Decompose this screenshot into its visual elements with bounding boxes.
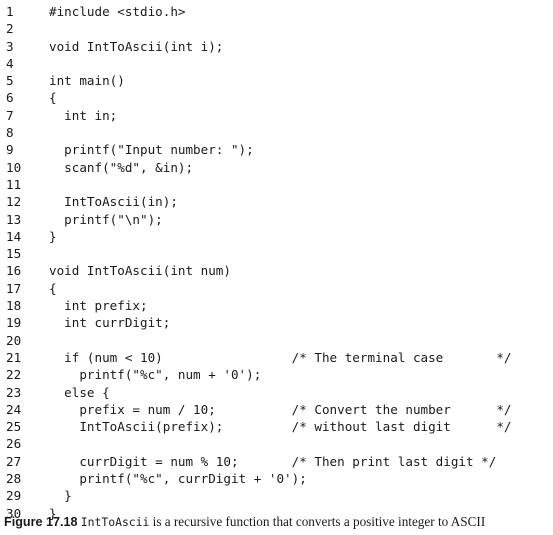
figure-caption: Figure 17.18 IntToAscii is a recursive f… (4, 514, 485, 530)
line-number: 1 (6, 4, 14, 19)
line-number: 26 (6, 436, 22, 452)
line-number: 11 (6, 176, 22, 192)
code-line: 17 { (0, 280, 553, 297)
code-line: 2 (0, 20, 553, 37)
line-number: 13 (6, 211, 22, 227)
line-code: void IntToAscii(int num) (49, 263, 231, 279)
line-code: } (49, 228, 57, 244)
line-number: 23 (6, 384, 22, 400)
caption-function-name: IntToAscii (80, 515, 150, 529)
line-code: IntToAscii(prefix); /* without last digi… (49, 419, 512, 435)
line-number: 4 (6, 55, 14, 71)
line-number: 12 (6, 194, 22, 210)
line-code: IntToAscii(in); (49, 194, 178, 210)
line-code: printf("%c", num + '0'); (49, 367, 262, 383)
line-code: currDigit = num % 10; /* Then print last… (49, 453, 497, 469)
line-number: 7 (6, 107, 14, 123)
code-line: 8 (0, 124, 553, 141)
code-line: 25 IntToAscii(prefix); /* without last d… (0, 418, 553, 435)
line-code: #include <stdio.h> (49, 4, 186, 19)
line-number: 28 (6, 471, 22, 487)
code-line: 10 scanf("%d", &in); (0, 159, 553, 176)
line-code: prefix = num / 10; /* Convert the number… (49, 401, 512, 417)
line-number: 14 (6, 228, 22, 244)
line-code: int main() (49, 73, 125, 89)
code-line: 6{ (0, 89, 553, 106)
line-number: 30 (6, 505, 22, 521)
line-code: printf("\n"); (49, 211, 163, 227)
line-number: 25 (6, 419, 22, 435)
line-number: 18 (6, 298, 22, 314)
line-code: int prefix; (49, 298, 148, 314)
line-number: 29 (6, 488, 22, 504)
line-number: 6 (6, 90, 14, 106)
line-code: { (49, 280, 57, 296)
line-number: 27 (6, 453, 22, 469)
line-code: else { (49, 384, 110, 400)
line-number: 2 (6, 21, 14, 37)
code-line: 7 int in; (0, 107, 553, 124)
figure-label: Figure 17.18 (4, 515, 78, 529)
code-line: 16 void IntToAscii(int num) (0, 262, 553, 279)
line-number: 9 (6, 142, 14, 158)
line-number: 19 (6, 315, 22, 331)
code-line: 22 printf("%c", num + '0'); (0, 366, 553, 383)
code-line: 14} (0, 228, 553, 245)
line-code: } (49, 488, 72, 504)
code-line: 20 (0, 332, 553, 349)
code-line: 29 } (0, 487, 553, 504)
line-code: { (49, 90, 57, 106)
line-code: void IntToAscii(int i); (49, 38, 224, 54)
code-line: 15 (0, 245, 553, 262)
line-code: scanf("%d", &in); (49, 159, 194, 175)
line-number: 24 (6, 401, 22, 417)
line-code: printf("%c", currDigit + '0'); (49, 471, 307, 487)
code-line: 12 IntToAscii(in); (0, 193, 553, 210)
line-number: 20 (6, 332, 22, 348)
code-line: 13 printf("\n"); (0, 211, 553, 228)
line-number: 15 (6, 246, 22, 262)
line-number: 3 (6, 38, 14, 54)
line-code: if (num < 10) /* The terminal case */ (49, 349, 512, 365)
line-code: } (49, 505, 57, 521)
code-line: 5 int main() (0, 72, 553, 89)
caption-text: is a recursive function that converts a … (152, 514, 486, 529)
code-line: 24 prefix = num / 10; /* Convert the num… (0, 401, 553, 418)
code-line: 11 (0, 176, 553, 193)
code-line: 1 #include <stdio.h> (0, 3, 553, 20)
line-code: printf("Input number: "); (49, 142, 254, 158)
code-line: 9 printf("Input number: "); (0, 141, 553, 158)
line-number: 8 (6, 125, 14, 141)
code-line: 27 currDigit = num % 10; /* Then print l… (0, 453, 553, 470)
code-line: 21 if (num < 10) /* The terminal case */ (0, 349, 553, 366)
line-code: int currDigit; (49, 315, 171, 331)
line-number: 16 (6, 263, 22, 279)
line-number: 17 (6, 280, 22, 296)
code-line: 3 void IntToAscii(int i); (0, 38, 553, 55)
code-line: 30} (0, 505, 553, 522)
code-line: 19 int currDigit; (0, 314, 553, 331)
code-line: 28 printf("%c", currDigit + '0'); (0, 470, 553, 487)
line-number: 10 (6, 159, 22, 175)
line-number: 22 (6, 367, 22, 383)
code-line: 18 int prefix; (0, 297, 553, 314)
line-code: int in; (49, 107, 118, 123)
code-line: 23 else { (0, 384, 553, 401)
code-line: 4 (0, 55, 553, 72)
line-number: 21 (6, 349, 22, 365)
line-number: 5 (6, 73, 14, 89)
code-line: 26 (0, 435, 553, 452)
